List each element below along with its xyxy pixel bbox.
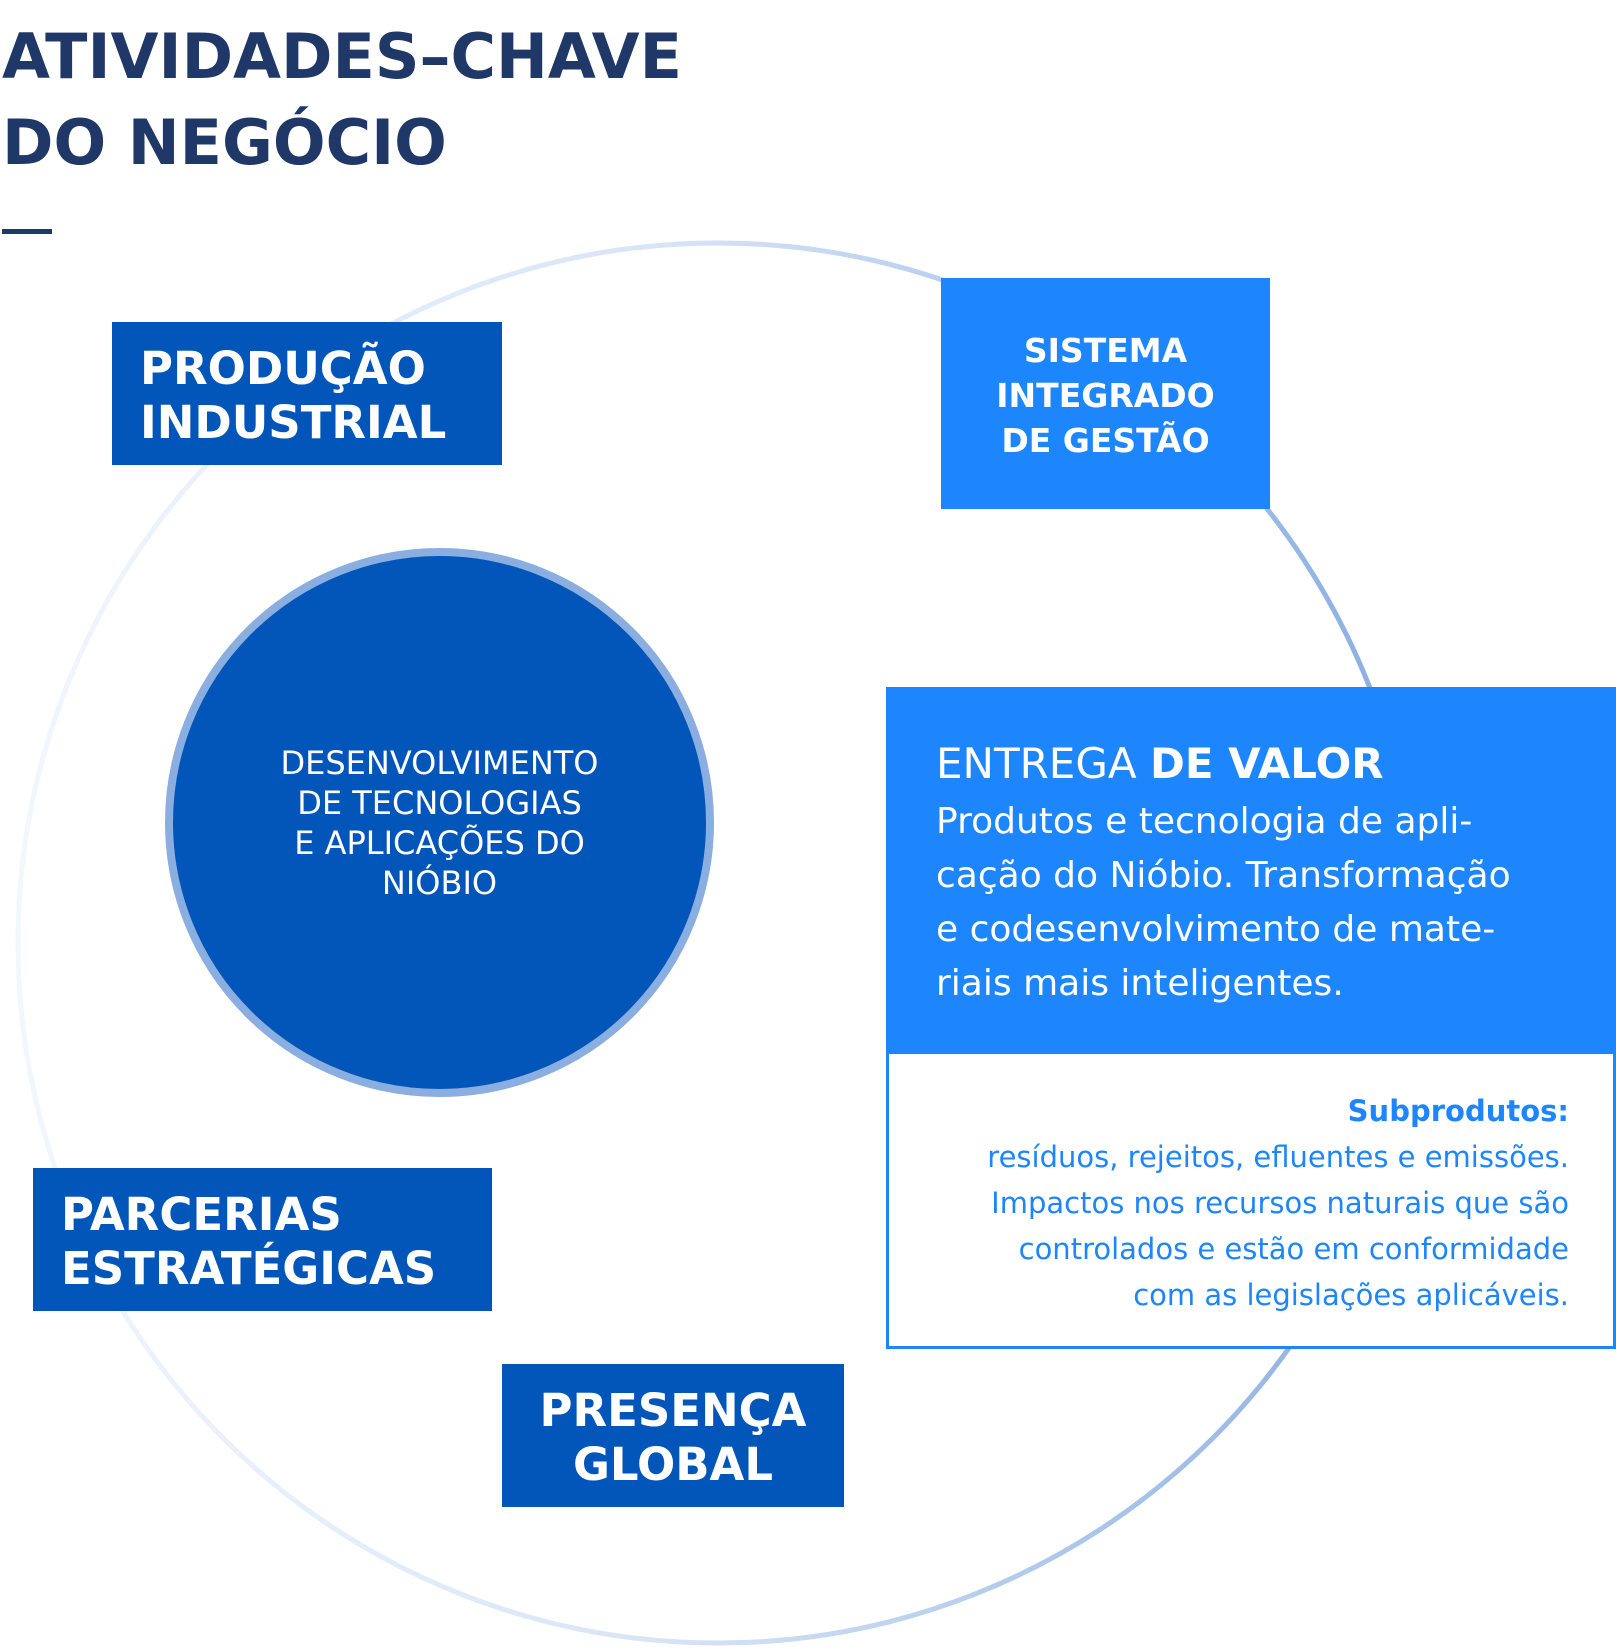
value-line: riais mais inteligentes. (936, 963, 1344, 1004)
page-title: ATIVIDADES–CHAVE DO NEGÓCIO (2, 14, 682, 186)
core-label: DESENVOLVIMENTO (280, 743, 599, 782)
core-circle-desenvolvimento: DESENVOLVIMENTO DE TECNOLOGIAS E APLICAÇ… (165, 548, 714, 1097)
value-heading-bold: DE VALOR (1149, 739, 1384, 788)
activity-presenca-global: PRESENÇA GLOBAL (502, 1364, 844, 1507)
activity-label: SISTEMA (1023, 331, 1188, 370)
value-line: e codesenvolvimento de mate- (936, 909, 1496, 950)
title-underline (2, 229, 52, 234)
activity-label: INTEGRADO (996, 376, 1215, 415)
core-label: DE TECNOLOGIAS (297, 783, 582, 822)
activity-label: PRESENÇA (539, 1384, 807, 1437)
byproducts-line: Impactos nos recursos naturais que são (991, 1186, 1569, 1220)
core-label: NIÓBIO (381, 863, 498, 902)
value-line: cação do Nióbio. Transformação (936, 855, 1511, 896)
value-heading-light: ENTREGA (936, 739, 1150, 788)
title-line-2: DO NEGÓCIO (2, 106, 447, 179)
activity-label: PARCERIAS (61, 1188, 342, 1241)
value-delivery-panel: ENTREGA DE VALOR Produtos e tecnologia d… (886, 687, 1616, 1054)
activity-parcerias-estrategicas: PARCERIAS ESTRATÉGICAS (33, 1168, 492, 1311)
activity-label: ESTRATÉGICAS (61, 1242, 437, 1295)
title-line-1: ATIVIDADES–CHAVE (2, 20, 683, 93)
activity-sistema-integrado-de-gestao: SISTEMA INTEGRADO DE GESTÃO (941, 278, 1270, 509)
value-delivery-text: Produtos e tecnologia de apli- cação do … (936, 795, 1616, 1011)
value-delivery-heading: ENTREGA DE VALOR (936, 739, 1616, 789)
byproducts-line: resíduos, rejeitos, efluentes e emissões… (987, 1140, 1569, 1174)
value-line: Produtos e tecnologia de apli- (936, 801, 1473, 842)
activity-label: PRODUÇÃO (140, 342, 426, 395)
byproducts-line: com as legislações aplicáveis. (1133, 1278, 1569, 1312)
byproducts-text: resíduos, rejeitos, efluentes e emissões… (889, 1134, 1569, 1318)
activity-producao-industrial: PRODUÇÃO INDUSTRIAL (112, 322, 502, 465)
byproducts-panel: Subprodutos: resíduos, rejeitos, efluent… (886, 1054, 1616, 1349)
activity-label: DE GESTÃO (1001, 421, 1210, 460)
byproducts-heading: Subprodutos: (1347, 1094, 1569, 1128)
activity-label: GLOBAL (572, 1438, 774, 1491)
byproducts-line: controlados e estão em conformidade (1018, 1232, 1569, 1266)
core-label: E APLICAÇÕES DO (294, 823, 585, 862)
activity-label: INDUSTRIAL (140, 396, 447, 449)
